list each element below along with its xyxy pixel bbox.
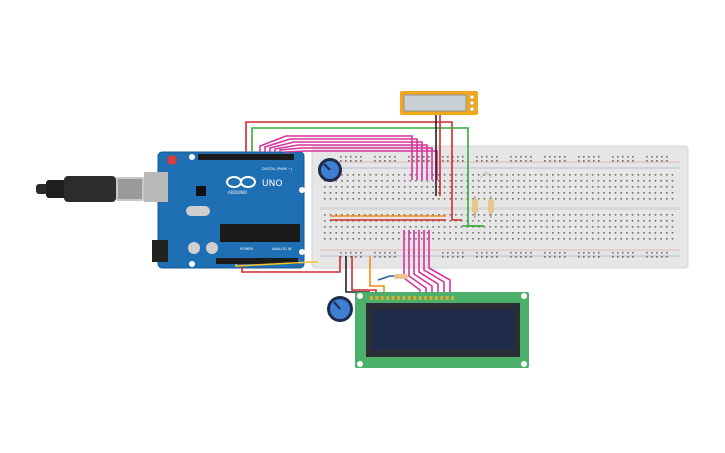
wire-red xyxy=(241,256,341,273)
power-analog-header xyxy=(216,258,298,264)
reset-button[interactable] xyxy=(167,155,177,165)
wire-magenta xyxy=(264,138,418,180)
mounting-hole xyxy=(189,261,195,267)
wire-magenta xyxy=(274,144,428,180)
potentiometer[interactable] xyxy=(318,158,342,182)
mounting-hole xyxy=(299,187,305,193)
wire-magenta xyxy=(428,230,451,296)
lcd-16x2[interactable] xyxy=(355,292,529,368)
mounting-hole xyxy=(189,154,195,160)
arduino-infinity-logo xyxy=(226,176,256,188)
wire-magenta xyxy=(284,150,438,180)
wire-magenta xyxy=(279,147,433,180)
breadboard-center-channel xyxy=(320,207,680,210)
power-label: POWER xyxy=(240,247,254,251)
resistor[interactable] xyxy=(488,196,494,218)
wire-magenta xyxy=(413,230,433,296)
mounting-hole xyxy=(299,249,305,255)
capacitor xyxy=(188,242,200,254)
digital-label: DIGITAL (PWM ~) xyxy=(262,167,293,171)
power-jack xyxy=(152,240,168,262)
digital-header xyxy=(198,154,294,160)
capacitor xyxy=(206,242,218,254)
wire-yellow xyxy=(235,261,318,267)
led-outline[interactable] xyxy=(479,171,493,179)
usb-port xyxy=(144,172,168,202)
lcd-screen xyxy=(372,310,514,350)
wire-orange xyxy=(369,256,385,296)
board-model-label: UNO xyxy=(262,179,282,189)
atmega-chip xyxy=(220,224,300,242)
resistor[interactable] xyxy=(394,274,408,279)
breadboard[interactable] xyxy=(311,145,689,269)
contrast-potentiometer[interactable] xyxy=(327,296,353,322)
resistor[interactable] xyxy=(472,196,478,218)
board-logo-label: ARDUINO xyxy=(228,190,247,195)
crystal xyxy=(186,206,210,216)
arduino-uno-board[interactable]: UNO ARDUINO DIGITAL (PWM ~) POWER ANALOG… xyxy=(144,151,305,269)
temperature-sensor-module[interactable] xyxy=(400,91,478,115)
wires xyxy=(235,112,484,296)
analog-label: ANALOG IN xyxy=(272,247,292,251)
wire-magenta xyxy=(269,141,423,180)
lcd-pins xyxy=(370,296,454,300)
wire-red xyxy=(245,121,462,221)
usb-chip xyxy=(196,186,206,196)
wire-magenta xyxy=(418,230,439,296)
wire-magenta xyxy=(423,230,445,296)
usb-cable xyxy=(36,176,144,202)
